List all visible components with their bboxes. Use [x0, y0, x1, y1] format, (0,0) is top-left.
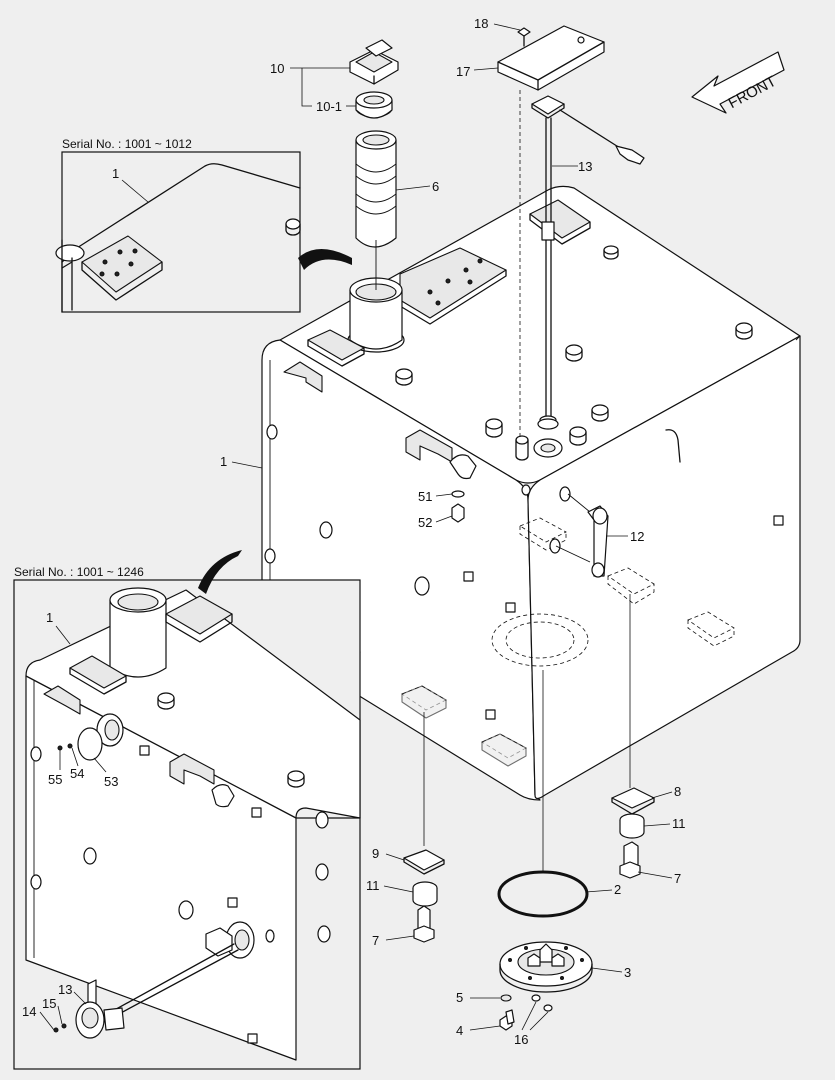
leader-lines	[39, 23, 673, 1031]
label-53: 53	[104, 774, 118, 789]
label-1-top-inset: 1	[112, 166, 119, 181]
level-gauge-assembly	[549, 486, 609, 578]
inset-bottom: Serial No. : 1001 ~ 1246	[13, 565, 361, 1070]
drain-plug	[451, 490, 465, 523]
front-direction-arrow: FRONT	[691, 51, 785, 114]
main-fuel-tank	[261, 185, 801, 801]
strainer-cap	[355, 91, 393, 119]
label-4: 4	[456, 1023, 463, 1038]
inset-top-serial: Serial No. : 1001 ~ 1012	[62, 137, 192, 151]
label-52: 52	[418, 515, 432, 530]
top-bosses	[395, 245, 753, 461]
label-9: 9	[372, 846, 379, 861]
label-13: 13	[578, 159, 592, 174]
label-11-left: 11	[366, 878, 380, 893]
inset-top-pointer	[298, 249, 352, 270]
label-5: 5	[456, 990, 463, 1005]
label-7-right: 7	[674, 871, 681, 886]
level-sensor	[531, 95, 645, 430]
label-2: 2	[614, 882, 621, 897]
label-18: 18	[474, 16, 488, 31]
label-54: 54	[70, 766, 84, 781]
sensor-cover	[497, 25, 605, 91]
label-7-left: 7	[372, 933, 379, 948]
inset-bottom-pointer	[198, 550, 242, 594]
label-12: 12	[630, 529, 644, 544]
label-17: 17	[456, 64, 470, 79]
label-14: 14	[22, 1004, 36, 1019]
label-16: 16	[514, 1032, 528, 1047]
label-1-bottom-inset: 1	[46, 610, 53, 625]
left-face-bosses	[264, 424, 531, 596]
label-6: 6	[432, 179, 439, 194]
label-8: 8	[674, 784, 681, 799]
o-ring	[497, 870, 589, 918]
label-51: 51	[418, 489, 432, 504]
label-10: 10	[270, 61, 284, 76]
label-1-main: 1	[220, 454, 227, 469]
label-3: 3	[624, 965, 631, 980]
strainer	[355, 130, 397, 248]
mount-right	[611, 787, 655, 879]
part-labels: 18 17 10 10-1 6 13 1 51 52 12 8 11 7 9 1…	[22, 16, 686, 1047]
label-55: 55	[48, 772, 62, 787]
inset-bottom-serial: Serial No. : 1001 ~ 1246	[14, 565, 144, 579]
label-11-right: 11	[672, 816, 686, 831]
inset-top: Serial No. : 1001 ~ 1012 1	[55, 137, 301, 313]
filler-cap	[349, 39, 399, 85]
label-10-1: 10-1	[316, 99, 342, 114]
mount-left	[403, 849, 445, 943]
flange-plate	[499, 941, 593, 993]
label-13-inset: 13	[58, 982, 72, 997]
label-15: 15	[42, 996, 56, 1011]
leader-1-top	[121, 179, 149, 203]
